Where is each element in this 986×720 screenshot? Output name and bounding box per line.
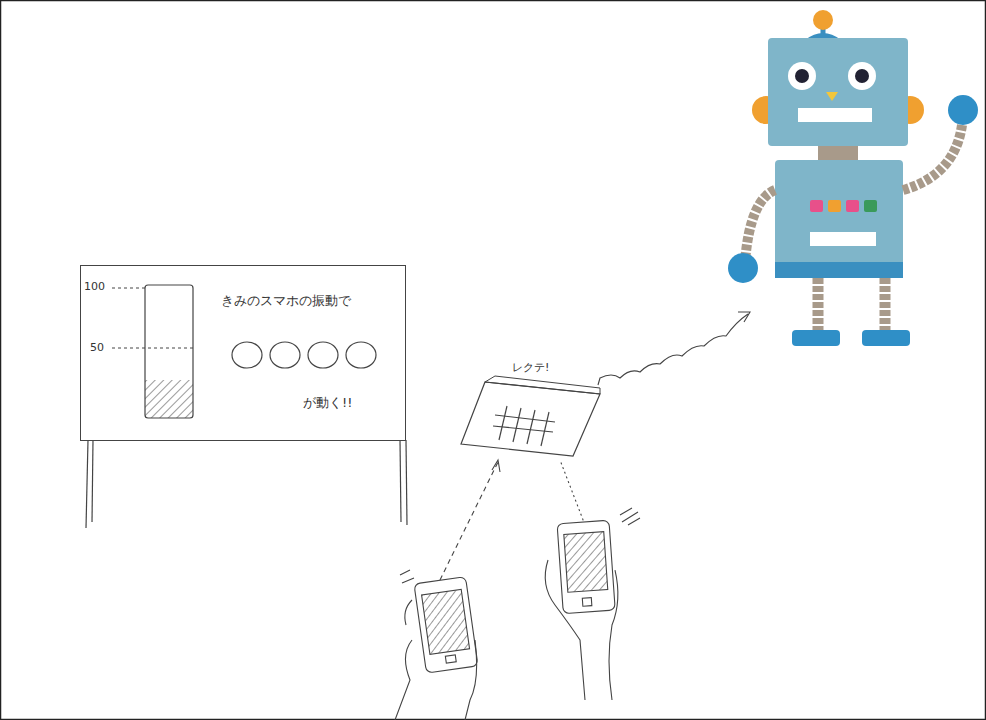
blank-circles: [232, 342, 376, 368]
receiver-outline: [455, 360, 610, 460]
sign-text: きみのスマホの振動で: [221, 292, 351, 310]
phone-with-hand: [395, 570, 478, 720]
gauge-label: 100: [84, 280, 105, 293]
signboard: きみのスマホの振動でが動く!!: [80, 265, 406, 441]
gauge: [112, 285, 193, 418]
gauge-label: 50: [90, 341, 104, 354]
robot: [728, 10, 978, 346]
phone-with-hand: [545, 508, 640, 700]
sign-text: レクテ!: [510, 360, 551, 375]
receiver-box: レクテ!: [455, 360, 610, 460]
sign-legs: [86, 440, 407, 528]
sign-text: が動く!!: [303, 394, 352, 412]
